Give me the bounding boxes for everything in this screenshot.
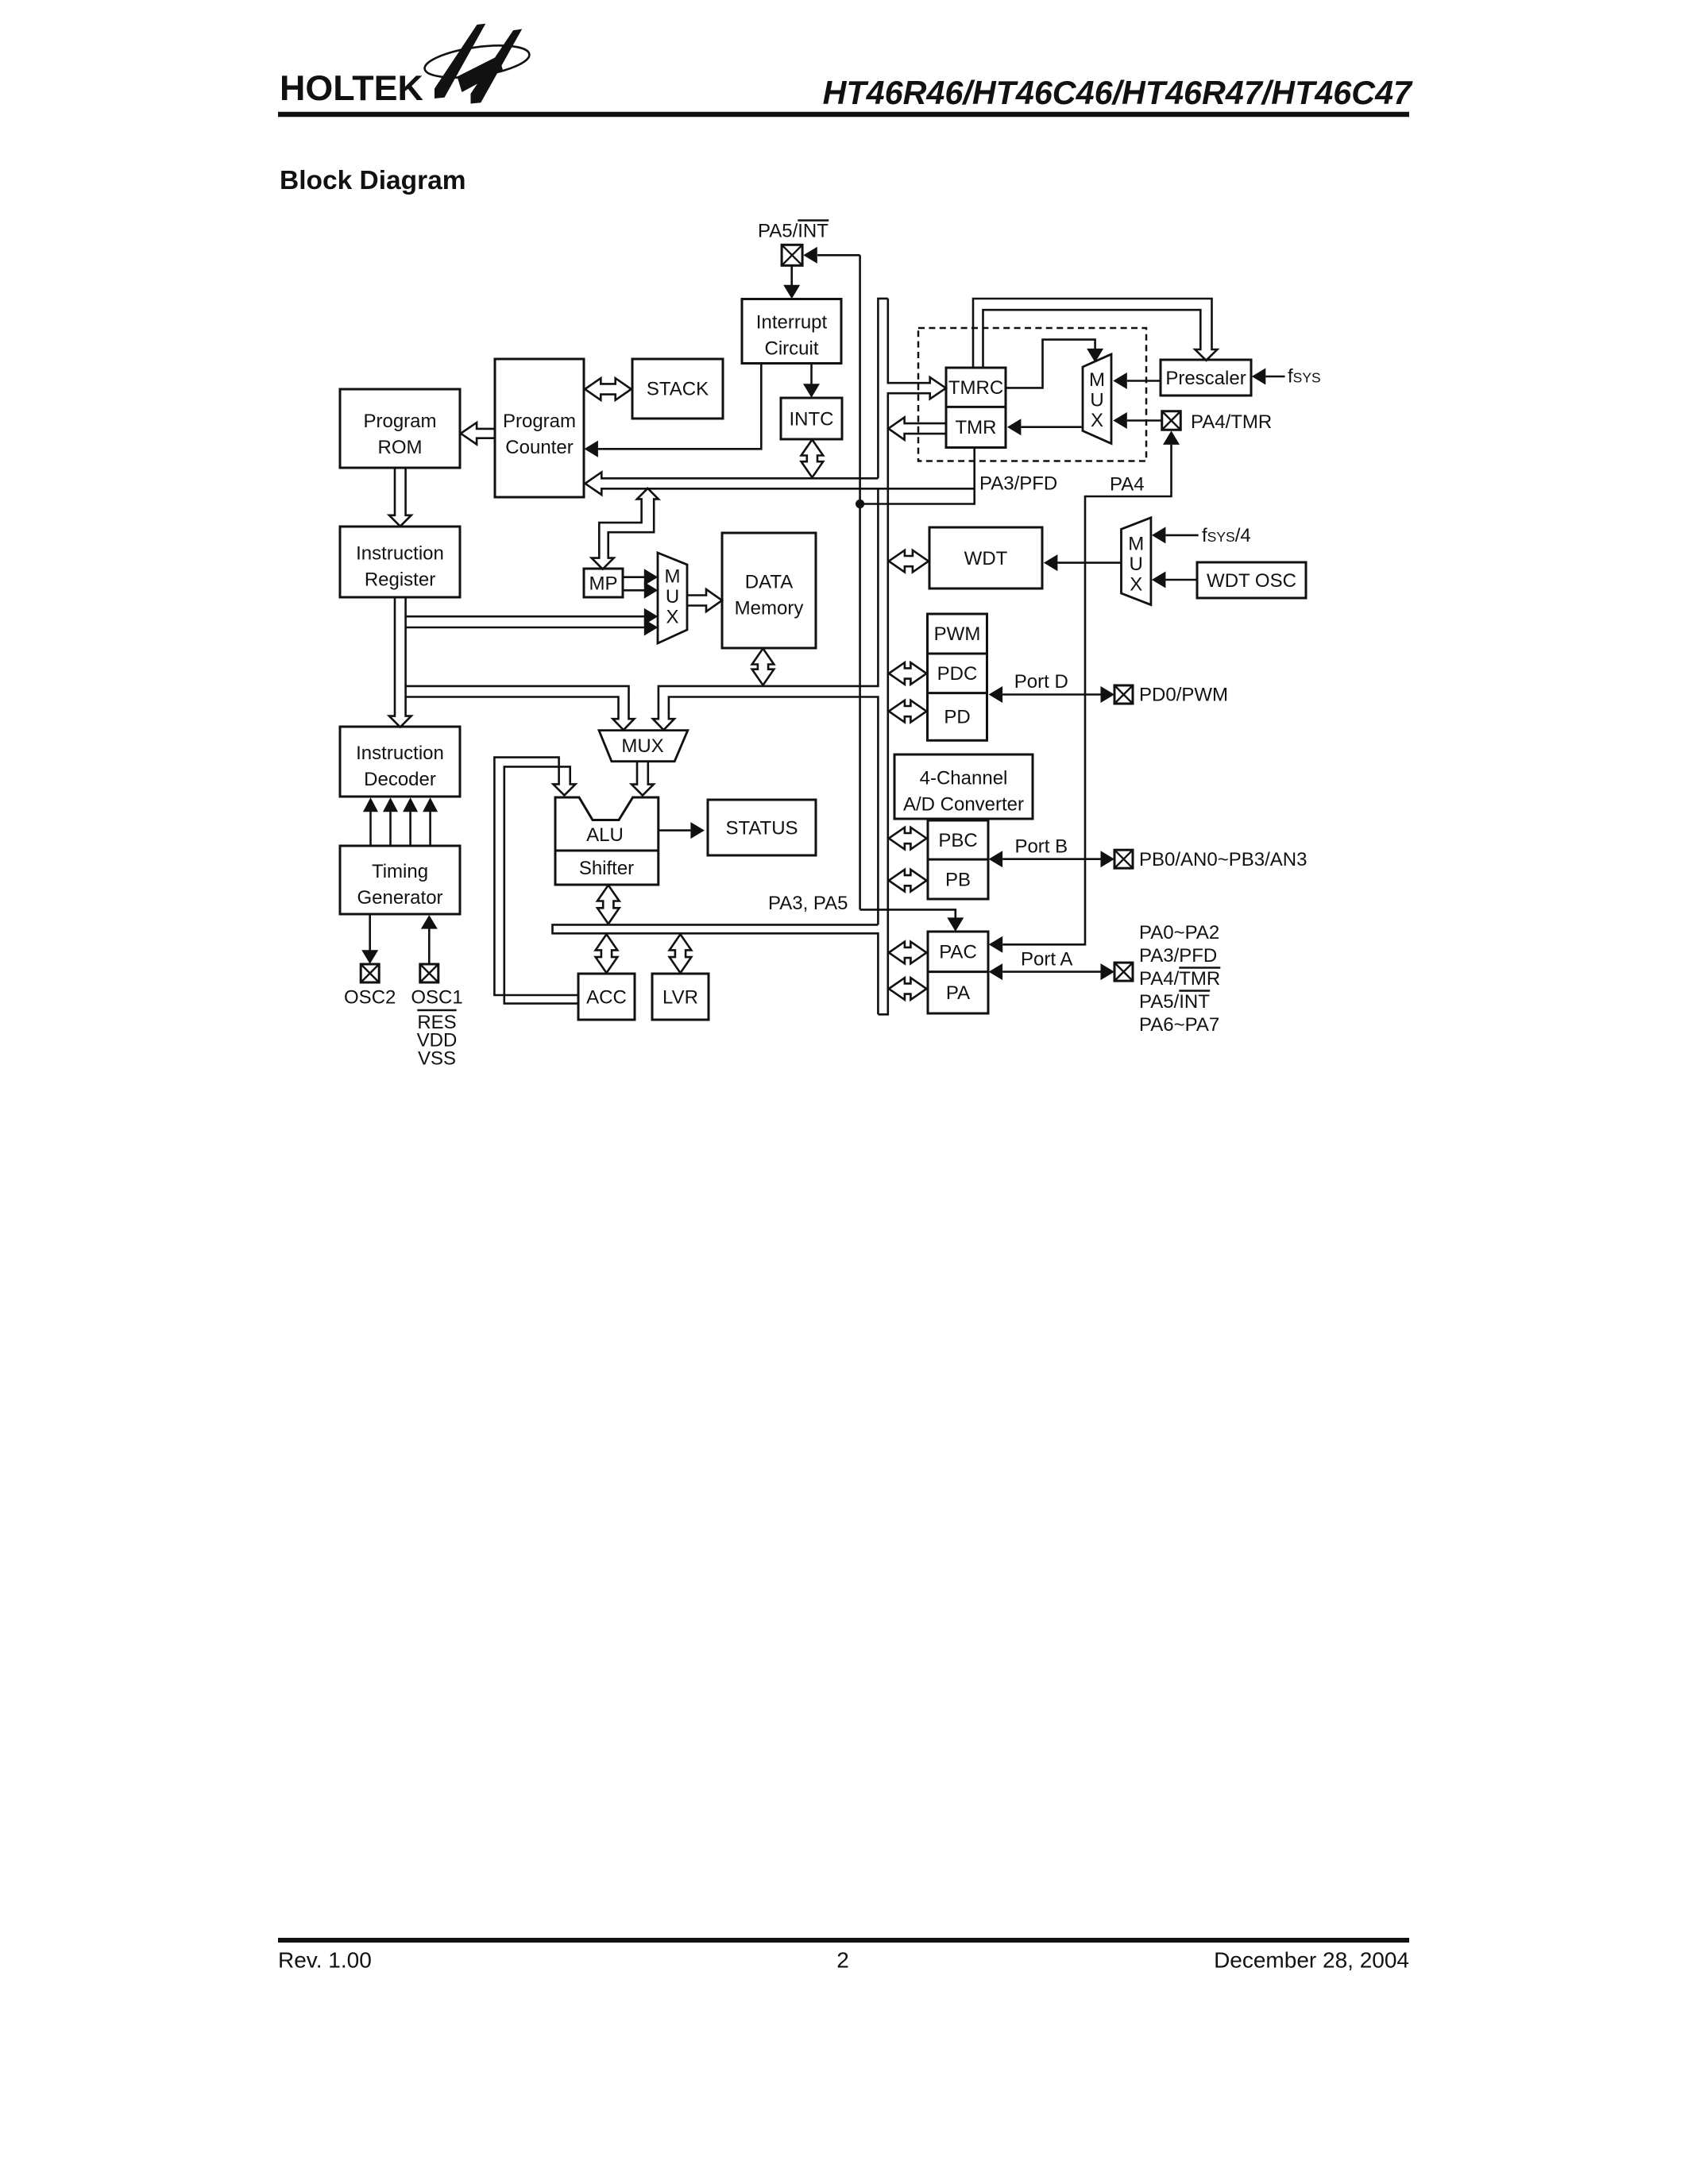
svg-text:TMR: TMR [956, 417, 997, 438]
svg-text:PA3, PA5: PA3, PA5 [768, 893, 848, 914]
svg-text:Program: Program [363, 411, 436, 432]
svg-text:Counter: Counter [505, 437, 573, 458]
svg-text:December 28, 2004: December 28, 2004 [1214, 1948, 1409, 1973]
svg-text:Interrupt: Interrupt [756, 312, 828, 334]
svg-text:Register: Register [365, 569, 435, 591]
svg-text:Prescaler: Prescaler [1165, 368, 1246, 389]
svg-text:Circuit: Circuit [764, 338, 818, 360]
svg-text:fSYS: fSYS [1288, 366, 1321, 388]
svg-text:VDD: VDD [417, 1030, 458, 1051]
svg-text:PAC: PAC [939, 942, 977, 963]
svg-text:Instruction: Instruction [356, 743, 444, 764]
svg-text:INTC: INTC [790, 409, 834, 430]
svg-text:PA5/INT: PA5/INT [1139, 991, 1210, 1013]
svg-text:X: X [1091, 410, 1103, 431]
svg-text:X: X [666, 607, 678, 628]
svg-text:MP: MP [589, 573, 618, 595]
svg-text:PA4/TMR: PA4/TMR [1139, 968, 1220, 990]
svg-text:Block Diagram: Block Diagram [280, 166, 466, 195]
svg-text:PA: PA [946, 982, 970, 1004]
svg-text:STACK: STACK [647, 379, 709, 400]
svg-text:HT46R46/HT46C46/HT46R47/HT46C4: HT46R46/HT46C46/HT46R47/HT46C47 [823, 75, 1413, 111]
svg-text:ROM: ROM [378, 437, 423, 458]
svg-text:WDT: WDT [964, 548, 1008, 569]
svg-text:Decoder: Decoder [364, 769, 436, 790]
svg-text:M: M [665, 566, 681, 588]
svg-text:STATUS: STATUS [725, 818, 798, 839]
svg-text:PB0/AN0~PB3/AN3: PB0/AN0~PB3/AN3 [1139, 849, 1307, 870]
svg-text:Rev. 1.00: Rev. 1.00 [278, 1948, 372, 1973]
svg-text:Port B: Port B [1014, 836, 1068, 858]
svg-text:X: X [1130, 574, 1142, 596]
svg-text:PA4: PA4 [1110, 474, 1145, 496]
svg-text:TMRC: TMRC [948, 377, 1003, 399]
svg-text:PA3/PFD: PA3/PFD [1139, 945, 1217, 967]
svg-text:M: M [1128, 534, 1144, 555]
svg-text:PBC: PBC [938, 830, 977, 851]
svg-text:PA4/TMR: PA4/TMR [1191, 411, 1272, 433]
svg-text:OSC2: OSC2 [344, 987, 396, 1009]
svg-text:A/D Converter: A/D Converter [903, 794, 1024, 816]
svg-text:WDT OSC: WDT OSC [1207, 570, 1296, 592]
svg-text:PA3/PFD: PA3/PFD [979, 473, 1057, 495]
svg-text:PA6~PA7: PA6~PA7 [1139, 1014, 1219, 1036]
svg-text:4-Channel: 4-Channel [920, 768, 1008, 789]
svg-text:U: U [666, 586, 679, 608]
svg-text:OSC1: OSC1 [411, 987, 462, 1009]
svg-text:PB: PB [945, 870, 971, 891]
svg-text:PD0/PWM: PD0/PWM [1139, 685, 1228, 706]
svg-text:Generator: Generator [357, 887, 442, 909]
svg-text:Program: Program [503, 411, 576, 432]
svg-text:PDC: PDC [937, 663, 978, 685]
svg-text:fSYS/4: fSYS/4 [1202, 525, 1251, 546]
svg-text:Timing: Timing [372, 861, 428, 882]
svg-text:PD: PD [944, 707, 970, 728]
svg-text:Instruction: Instruction [356, 543, 444, 565]
svg-text:MUX: MUX [621, 735, 663, 757]
svg-text:2: 2 [836, 1948, 849, 1973]
svg-text:M: M [1089, 369, 1105, 391]
svg-text:ALU: ALU [586, 824, 624, 846]
svg-text:DATA: DATA [745, 572, 793, 593]
svg-text:ACC: ACC [586, 987, 627, 1009]
svg-text:VSS: VSS [418, 1048, 456, 1070]
svg-text:PA0~PA2: PA0~PA2 [1139, 922, 1219, 943]
svg-text:HOLTEK: HOLTEK [280, 68, 423, 108]
svg-text:RES: RES [417, 1012, 456, 1033]
svg-text:PWM: PWM [934, 623, 981, 645]
svg-text:Port A: Port A [1021, 949, 1072, 970]
svg-text:Memory: Memory [735, 598, 804, 619]
svg-text:U: U [1130, 554, 1143, 575]
svg-text:U: U [1090, 390, 1103, 411]
svg-text:Shifter: Shifter [579, 858, 634, 879]
svg-text:LVR: LVR [662, 987, 698, 1009]
svg-text:PA5/INT: PA5/INT [758, 221, 829, 242]
svg-text:Port D: Port D [1014, 671, 1068, 693]
